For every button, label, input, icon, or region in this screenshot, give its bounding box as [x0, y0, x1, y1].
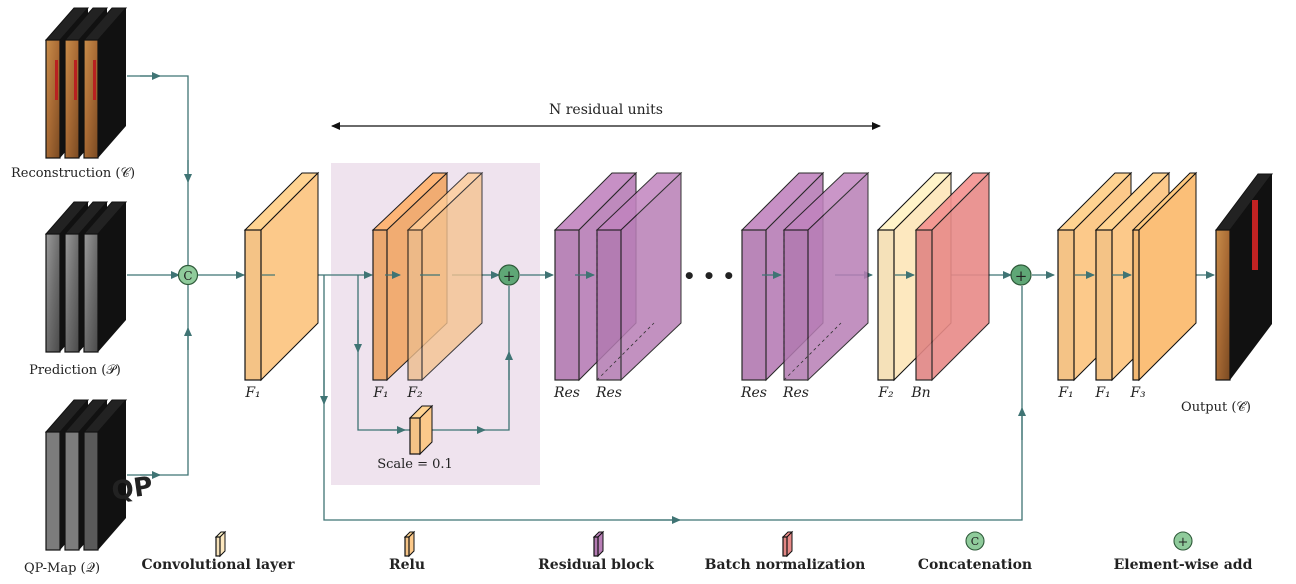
reconstruction-frame [82, 7, 128, 159]
legend-batchnorm-label: Batch normalization [705, 557, 866, 573]
legend-concat-label: Concatenation [918, 557, 1032, 573]
residual-span-label: N residual units [549, 102, 663, 118]
player-figure [55, 60, 58, 100]
reconstruction-label: Reconstruction (𝒞) [11, 166, 135, 181]
add-node-residual: + [498, 264, 520, 286]
legend-conv: Convolutional layer [141, 530, 295, 573]
label-res-block-1b: Res [595, 385, 622, 401]
prediction-frame [82, 201, 128, 353]
legend-relu-label: Relu [389, 557, 425, 573]
player-figure [93, 60, 96, 100]
output-image [1215, 173, 1273, 381]
residual-block-2b [782, 171, 870, 382]
label-res-block-1a: Res [553, 385, 580, 401]
qp-text: QP [110, 471, 155, 506]
label-tail-bn: Bn [910, 385, 930, 401]
label-res-block-2a: Res [740, 385, 767, 401]
label-out-f1b: F₁ [1094, 385, 1110, 401]
player-figure [1252, 200, 1258, 270]
label-first-conv: F₁ [244, 385, 260, 401]
legend-icon [781, 530, 794, 558]
scale-label: Scale = 0.1 [377, 457, 453, 472]
hidden-edge [596, 230, 655, 381]
legend-icon [403, 530, 416, 558]
output-frame [1215, 173, 1273, 381]
legend-add: + Element-wise add [1114, 531, 1253, 573]
legend-concat-symbol: C [971, 535, 979, 548]
label-out-f1a: F₁ [1057, 385, 1073, 401]
legend-conv-label: Convolutional layer [141, 557, 295, 573]
label-res-f1: F₁ [372, 385, 388, 401]
label-tail-f2: F₂ [877, 385, 894, 401]
add-node-global: + [1010, 264, 1032, 286]
add-node-residual-symbol: + [503, 267, 516, 285]
legend-relu: Relu [389, 530, 425, 573]
legend-add-label: Element-wise add [1114, 557, 1253, 573]
output-label: Output (𝒞̂) [1181, 400, 1251, 415]
label-res-f2: F₂ [406, 385, 423, 401]
legend-residual: Residual block [538, 530, 654, 573]
conv-layer-res-f2 [406, 171, 484, 382]
legend-batchnorm: Batch normalization [705, 530, 866, 573]
legend: Convolutional layer Relu Residual block … [141, 530, 1253, 573]
concat-node: C [177, 264, 199, 286]
legend-residual-label: Residual block [538, 557, 654, 573]
hidden-edge [783, 230, 842, 381]
legend-icon [592, 530, 605, 558]
conv-layer-out-f3 [1131, 171, 1198, 382]
legend-add-symbol: + [1178, 535, 1189, 550]
layers [243, 171, 1198, 456]
label-out-f3: F₃ [1129, 385, 1146, 401]
input-stacks: QP [44, 7, 155, 551]
legend-concat: C Concatenation [918, 531, 1032, 573]
legend-icon [214, 530, 227, 558]
residual-block-1b [595, 171, 683, 382]
batchnorm-layer [914, 171, 991, 382]
player-figure [74, 60, 77, 100]
ellipsis: • • • [683, 264, 735, 288]
concat-node-symbol: C [183, 269, 192, 283]
conv-layer-first [243, 171, 320, 382]
qpmap-frame [82, 399, 128, 551]
prediction-label: Prediction (𝒫) [29, 363, 121, 378]
label-res-block-2b: Res [782, 385, 809, 401]
scale-layer [408, 404, 434, 456]
qpmap-label: QP-Map (𝒬) [24, 561, 100, 576]
add-node-global-symbol: + [1015, 267, 1028, 285]
